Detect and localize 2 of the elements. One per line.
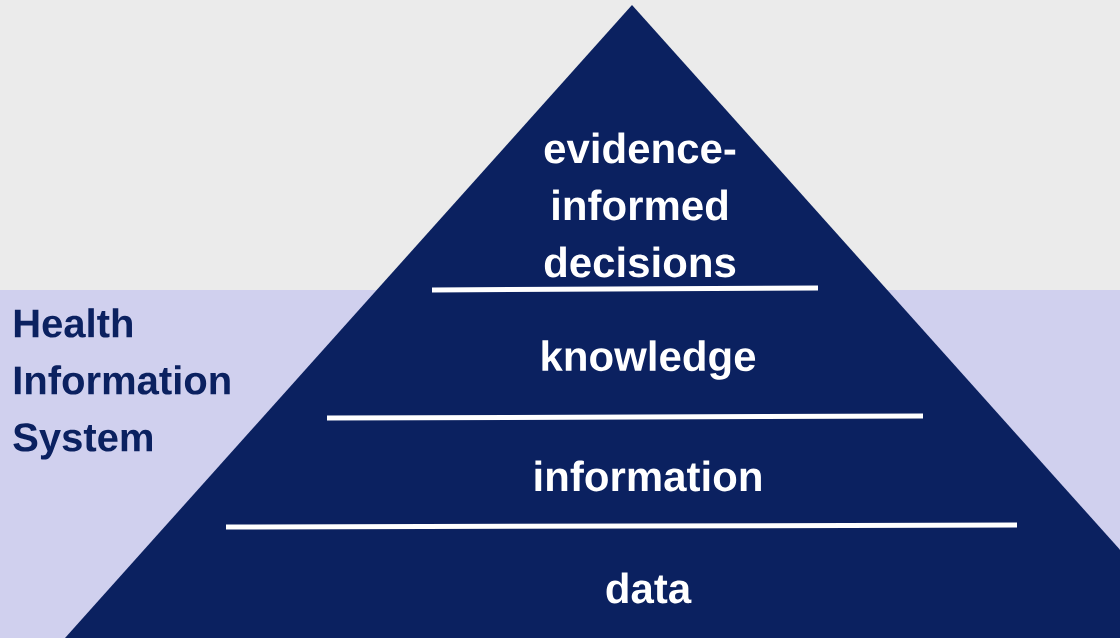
pyramid-layer: evidence-informed decisions bbox=[376, 5, 888, 290]
pyramid-layer: data bbox=[65, 527, 1120, 638]
